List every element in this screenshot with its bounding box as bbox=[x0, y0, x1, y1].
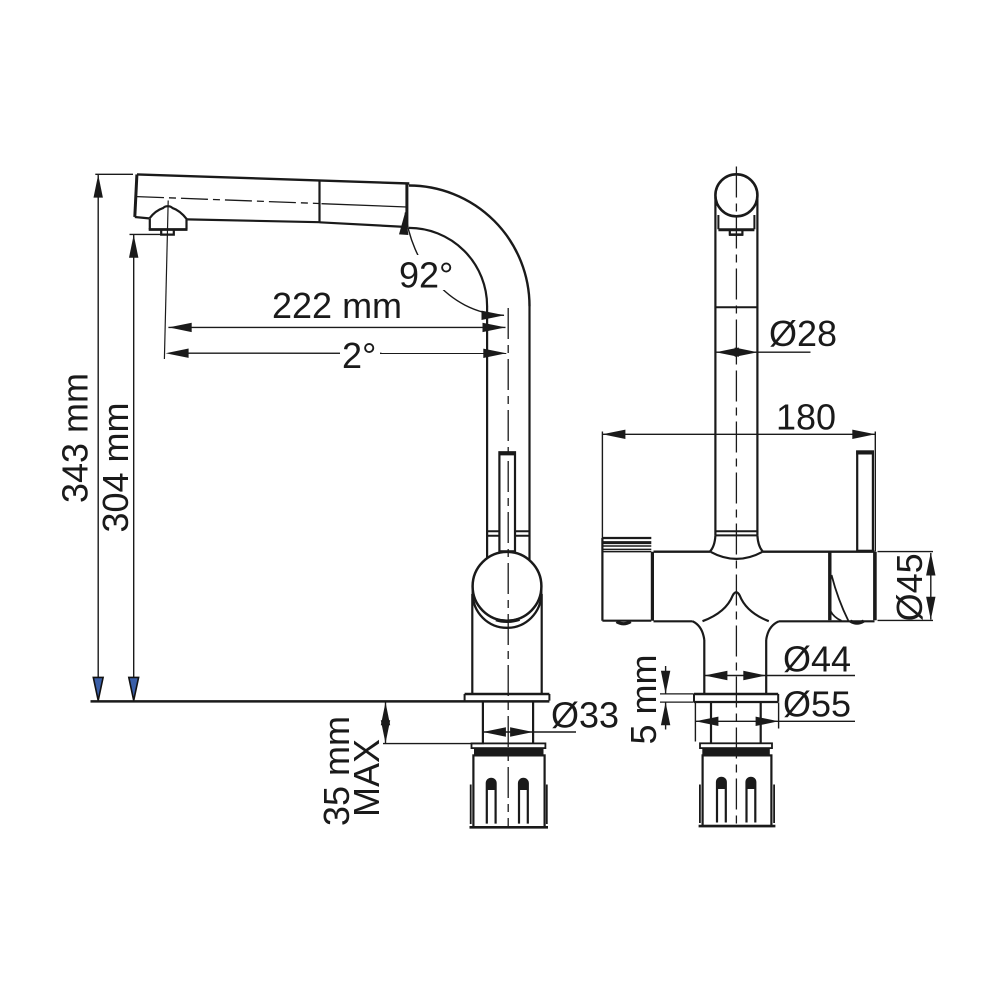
svg-text:304 mm: 304 mm bbox=[95, 402, 136, 532]
svg-text:2°: 2° bbox=[342, 335, 376, 376]
svg-text:Ø55: Ø55 bbox=[783, 684, 851, 725]
svg-text:MAX: MAX bbox=[346, 739, 387, 817]
svg-text:180: 180 bbox=[776, 397, 836, 438]
svg-text:Ø33: Ø33 bbox=[551, 695, 619, 736]
svg-text:Ø45: Ø45 bbox=[889, 553, 930, 621]
svg-text:343 mm: 343 mm bbox=[55, 373, 96, 503]
svg-text:Ø44: Ø44 bbox=[783, 639, 851, 680]
svg-text:92°: 92° bbox=[399, 255, 453, 296]
svg-text:35 mm: 35 mm bbox=[316, 716, 357, 826]
svg-text:5 mm: 5 mm bbox=[623, 655, 664, 745]
svg-text:222 mm: 222 mm bbox=[272, 285, 402, 326]
svg-text:Ø28: Ø28 bbox=[769, 313, 837, 354]
